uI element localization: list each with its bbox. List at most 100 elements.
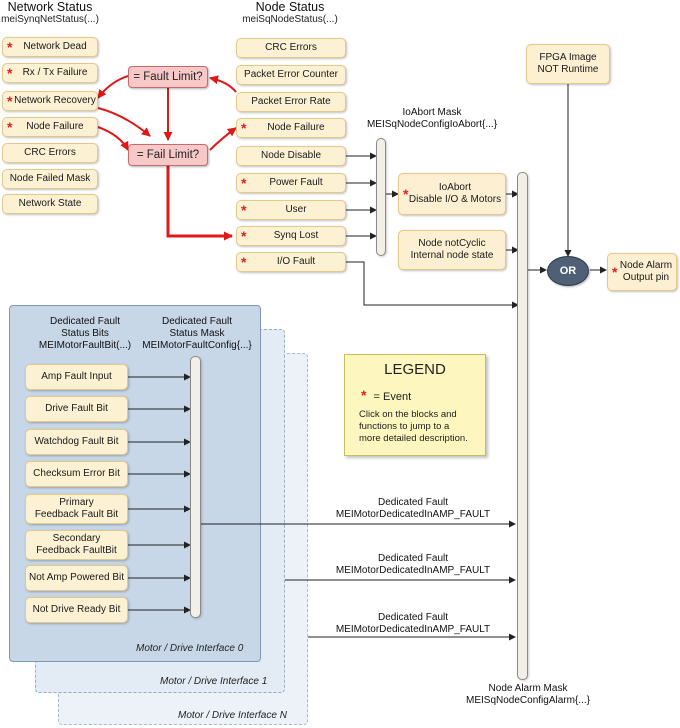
fault-bit-label: Amp Fault Input <box>41 371 112 382</box>
network-box-label: Network Dead <box>23 41 87 52</box>
event-star-icon: * <box>7 64 13 81</box>
event-star-icon: * <box>612 263 618 280</box>
event-star-icon: * <box>7 38 13 55</box>
watchdog-fault-bit-box[interactable]: Watchdog Fault Bit <box>25 429 128 455</box>
mask-header-line3: MEIMotorFaultConfig{...} <box>142 340 252 351</box>
mask-header-line2: Status Mask <box>169 328 225 339</box>
node-disable-box[interactable]: Node Disable <box>236 146 346 166</box>
power-fault-box[interactable]: * Power Fault <box>236 173 346 193</box>
fault-bit-label-line1: Primary <box>59 497 94 508</box>
fpga-line2: NOT Runtime <box>537 64 599 75</box>
dedicated-fault-label-1: Dedicated Fault MEIMotorDedicatedInAMP_F… <box>318 553 508 577</box>
network-status-title: Network Status <box>7 0 93 14</box>
event-star-icon: * <box>403 185 409 202</box>
network-box-label: Rx / Tx Failure <box>22 67 88 78</box>
node-box-label: Packet Error Rate <box>251 96 331 107</box>
legend-text-line2: functions to jump to a <box>359 421 450 432</box>
node-box-label: Synq Lost <box>273 230 319 241</box>
drive-fault-bit-box[interactable]: Drive Fault Bit <box>25 396 128 422</box>
legend-box: LEGEND * = Event Click on the blocks and… <box>344 354 486 456</box>
ioabort-mask-line2: MEISqNodeConfigIoAbort{...} <box>366 119 498 130</box>
rx-tx-failure-box[interactable]: * Rx / Tx Failure <box>2 63 98 83</box>
event-star-icon: * <box>241 227 247 244</box>
fault-bit-label-line1: Secondary <box>52 533 101 544</box>
event-star-icon: * <box>241 119 247 136</box>
fault-bit-label-line2: Feedback Fault Bit <box>34 509 119 520</box>
dedicated-fault-label-0: Dedicated Fault MEIMotorDedicatedInAMP_F… <box>318 497 508 521</box>
alarm-mask-line1: Node Alarm Mask <box>488 683 568 694</box>
not-drive-ready-bit-box[interactable]: Not Drive Ready Bit <box>25 597 128 623</box>
motor-interface-title-0: Motor / Drive Interface 0 <box>136 643 244 654</box>
event-star-icon: * <box>7 118 13 135</box>
legend-text-line1: Click on the blocks and <box>359 409 457 420</box>
mask-header-line1: Dedicated Fault <box>161 316 233 327</box>
io-fault-box[interactable]: *I/O Fault <box>236 252 346 272</box>
node-status-subtitle: meiSqNodeStatus(...) <box>242 14 338 25</box>
user-box[interactable]: * User <box>236 200 346 220</box>
event-star-icon: * <box>7 92 13 109</box>
network-crc-errors-box[interactable]: CRC Errors <box>2 143 98 163</box>
fault-bit-label-line2: Feedback FaultBit <box>36 545 117 556</box>
dedicated-fault-line2: MEIMotorDedicatedInAMP_FAULT <box>335 624 491 635</box>
legend-title: LEGEND <box>384 361 446 378</box>
fault-bit-label: Not Drive Ready Bit <box>32 604 121 615</box>
fault-status-mask-header: Dedicated Fault Status Mask MEIMotorFaul… <box>138 316 256 352</box>
ioabort-line1: IoAbort <box>438 182 472 193</box>
network-recovery-box[interactable]: *Network Recovery <box>2 91 98 111</box>
dedicated-fault-line2: MEIMotorDedicatedInAMP_FAULT <box>335 565 491 576</box>
fault-status-mask-bar[interactable] <box>190 356 201 618</box>
network-dead-box[interactable]: * Network Dead <box>2 37 98 57</box>
event-star-icon: * <box>241 201 247 218</box>
checksum-error-bit-box[interactable]: Checksum Error Bit <box>25 461 128 487</box>
packet-error-rate-box[interactable]: Packet Error Rate <box>236 92 346 112</box>
event-star-icon: * <box>241 174 247 191</box>
not-cyclic-line2: Internal node state <box>410 250 494 261</box>
ioabort-mask-bar[interactable] <box>376 138 386 256</box>
node-status-header: Node Status meiSqNodeStatus(...) <box>226 0 354 25</box>
dedicated-fault-line1: Dedicated Fault <box>377 553 449 564</box>
ioabort-mask-line1: IoAbort Mask <box>402 107 462 118</box>
ioabort-line2: Disable I/O & Motors <box>408 194 502 205</box>
node-status-title: Node Status <box>255 0 325 14</box>
node-notcyclic-box[interactable]: Node notCyclic Internal node state <box>398 230 506 270</box>
fault-bit-label: Not Amp Powered Bit <box>28 572 125 583</box>
fail-limit-box[interactable]: = Fail Limit? <box>128 144 208 166</box>
not-amp-powered-bit-box[interactable]: Not Amp Powered Bit <box>25 565 128 591</box>
synq-lost-box[interactable]: * Synq Lost <box>236 226 346 246</box>
ioabort-mask-label: IoAbort Mask MEISqNodeConfigIoAbort{...} <box>362 107 502 131</box>
node-box-label: Power Fault <box>269 177 323 188</box>
bits-header-line2: Status Bits <box>61 328 109 339</box>
network-box-label: Node Failed Mask <box>9 173 91 184</box>
legend-event-label: = Event <box>373 391 412 403</box>
fault-status-bits-header: Dedicated Fault Status Bits MEIMotorFaul… <box>30 316 140 352</box>
motor-interface-title-1: Motor / Drive Interface 1 <box>160 676 268 687</box>
node-failed-mask-box[interactable]: Node Failed Mask <box>2 169 98 189</box>
node-node-failure-box[interactable]: * Node Failure <box>236 118 346 138</box>
network-box-label: Node Failure <box>26 121 84 132</box>
node-box-label: User <box>285 204 307 215</box>
ioabort-box[interactable]: * IoAbort Disable I/O & Motors <box>398 173 506 215</box>
network-node-failure-box[interactable]: * Node Failure <box>2 117 98 137</box>
node-crc-errors-box[interactable]: CRC Errors <box>236 38 346 58</box>
fault-bit-label: Checksum Error Bit <box>33 468 120 479</box>
network-state-box[interactable]: Network State <box>2 194 98 214</box>
amp-fault-input-box[interactable]: Amp Fault Input <box>25 364 128 390</box>
fault-bit-label: Watchdog Fault Bit <box>34 436 119 447</box>
node-alarm-mask-bar[interactable] <box>517 172 528 680</box>
legend-star-icon: * <box>361 387 367 403</box>
packet-error-counter-box[interactable]: Packet Error Counter <box>236 65 346 85</box>
fault-bit-label: Drive Fault Bit <box>45 403 108 414</box>
not-cyclic-line1: Node notCyclic <box>418 238 486 249</box>
bits-header-line3: MEIMotorFaultBit(...) <box>38 340 132 351</box>
motor-interface-title-n: Motor / Drive Interface N <box>178 710 287 721</box>
node-alarm-mask-label: Node Alarm Mask MEISqNodeConfigAlarm{...… <box>448 683 608 707</box>
dedicated-fault-line1: Dedicated Fault <box>377 612 449 623</box>
node-alarm-output-box[interactable]: * Node Alarm Output pin <box>607 253 677 291</box>
or-gate[interactable]: OR <box>547 256 589 286</box>
fault-limit-box[interactable]: = Fault Limit? <box>128 66 208 88</box>
fpga-image-box[interactable]: FPGA Image NOT Runtime <box>526 44 610 84</box>
node-box-label: Node Failure <box>267 122 325 133</box>
